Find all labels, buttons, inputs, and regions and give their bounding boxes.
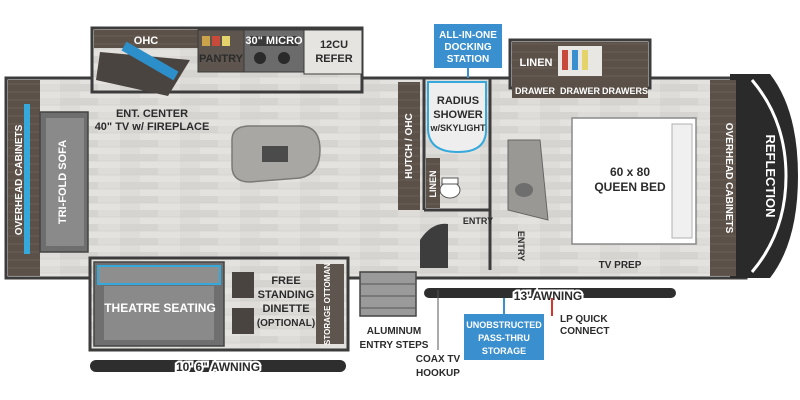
tv-prep-label: TV PREP xyxy=(599,260,642,271)
shower-label-3: w/SKYLIGHT xyxy=(429,123,486,133)
entry-label-2: ENTRY xyxy=(516,231,526,261)
dinette-label-3: DINETTE xyxy=(262,303,309,315)
drawer-label-2: DRAWER xyxy=(560,86,600,96)
main-awning-label: 13' AWNING xyxy=(514,289,582,303)
docking-label-3: STATION xyxy=(447,54,489,65)
bed-label-2: QUEEN BED xyxy=(594,180,666,194)
awnings: 13' AWNING 10' 6" AWNING xyxy=(90,287,676,376)
coax-callout: COAX TV HOOKUP xyxy=(416,290,461,379)
dinette-label-1: FREE xyxy=(271,275,300,287)
docking-station-callout: ALL-IN-ONE DOCKING STATION xyxy=(434,24,502,78)
lower-slide: THEATRE SEATING FREE STANDING DINETTE (O… xyxy=(93,261,344,347)
slide-awning-label: 10' 6" AWNING xyxy=(176,360,260,374)
kitchen-island xyxy=(231,125,321,183)
passthru-label-1: UNOBSTRUCTED xyxy=(466,320,542,330)
dinette-label-2: STANDING xyxy=(258,289,315,301)
kitchen-slide: OHC ENT. CENTER 40" TV w/ FIREPLACE PANT… xyxy=(94,29,363,133)
passthru-callout: UNOBSTRUCTED PASS-THRU STORAGE xyxy=(464,298,544,360)
entry-steps xyxy=(359,223,448,317)
ohc-label: OHC xyxy=(134,35,159,47)
linen-side-label: LINEN xyxy=(428,171,438,198)
shower-label-1: RADIUS xyxy=(437,95,479,107)
ent-center-label-2: 40" TV w/ FIREPLACE xyxy=(95,121,210,133)
hutch-ohc-label: HUTCH / OHC xyxy=(404,113,415,179)
lp-label-2: CONNECT xyxy=(560,326,609,337)
theatre-seating-label: THEATRE SEATING xyxy=(104,301,216,315)
refer-label-2: REFER xyxy=(315,53,352,65)
overhead-cabinets-right-label: OVERHEAD CABINETS xyxy=(723,123,734,234)
micro-label: 30" MICRO xyxy=(245,35,303,47)
docking-label-2: DOCKING xyxy=(444,42,491,53)
drawer-label-1: DRAWER xyxy=(515,86,555,96)
lp-callout: LP QUICK CONNECT xyxy=(551,298,609,337)
passthru-label-3: STORAGE xyxy=(482,346,526,356)
shower-label-2: SHOWER xyxy=(433,109,483,121)
coax-label-2: HOOKUP xyxy=(416,368,460,379)
storage-ottoman-label: STORAGE OTTOMAN xyxy=(323,263,332,345)
refer-label-1: 12CU xyxy=(320,39,348,51)
coax-label-1: COAX TV xyxy=(416,354,461,365)
trifold-sofa-label: TRI-FOLD SOFA xyxy=(57,140,69,224)
ent-center-label-1: ENT. CENTER xyxy=(116,108,188,120)
steps-callout: ALUMINUM ENTRY STEPS xyxy=(360,326,429,351)
bath: RADIUS SHOWER w/SKYLIGHT LINEN ENTRY ENT… xyxy=(422,78,549,270)
living-left: OVERHEAD CABINETS TRI-FOLD SOFA xyxy=(8,80,89,276)
steps-label-1: ALUMINUM xyxy=(367,326,421,337)
lp-label-1: LP QUICK xyxy=(560,314,608,325)
hutch: HUTCH / OHC xyxy=(398,82,420,210)
dinette-label-4: (OPTIONAL) xyxy=(257,318,315,329)
linen-top-label: LINEN xyxy=(520,57,553,69)
passthru-label-2: PASS-THRU xyxy=(478,333,530,343)
pantry-label: PANTRY xyxy=(199,53,244,65)
drawers-label: DRAWERS xyxy=(602,86,648,96)
overhead-cabinets-left-label: OVERHEAD CABINETS xyxy=(14,124,25,235)
bedroom: LINEN DRAWER DRAWER DRAWERS 60 x 80 QUEE… xyxy=(512,42,736,276)
brand-logo-text: REFLECTION xyxy=(763,134,778,217)
steps-label-2: ENTRY STEPS xyxy=(360,340,429,351)
bed-label-1: 60 x 80 xyxy=(610,165,650,179)
entry-label-1: ENTRY xyxy=(463,216,493,226)
front-cap: REFLECTION xyxy=(730,74,798,278)
docking-label-1: ALL-IN-ONE xyxy=(439,30,497,41)
